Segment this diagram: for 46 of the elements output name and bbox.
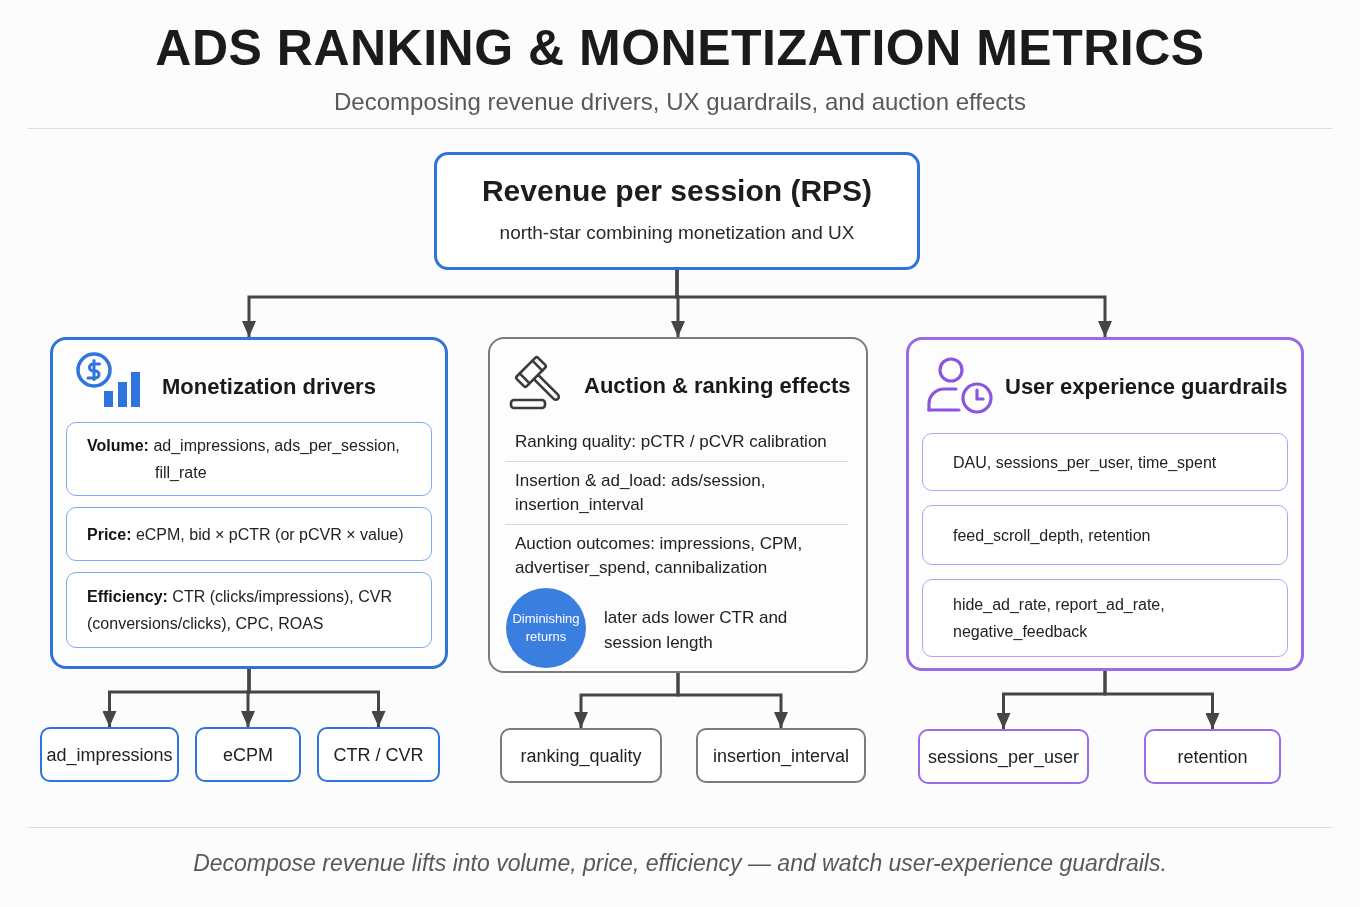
metric-label: sessions_per_user	[927, 745, 1080, 769]
group-panel	[50, 337, 448, 669]
metric-label: retention	[1177, 745, 1248, 769]
metric-card	[922, 579, 1288, 657]
metric-box	[918, 729, 1089, 784]
circle-label: Diminishing returns	[511, 610, 581, 646]
page-subtitle: Decomposing revenue drivers, UX guardrails, and auction effects	[334, 87, 1026, 117]
metric-card	[922, 505, 1288, 565]
list-item-text: Ranking quality: pCTR / pCVR calibration	[515, 431, 827, 453]
metric-text: Price: eCPM, bid × pCTR (or pCVR × value)	[87, 524, 404, 545]
metric-label: ranking_quality	[520, 744, 642, 768]
panel-heading: Auction & ranking effects	[584, 372, 851, 400]
metric-text: Volume: ad_impressions, ads_per_session, fill_rate	[87, 436, 401, 483]
connector-arrow	[1103, 671, 1220, 729]
metric-label: eCPM	[223, 743, 273, 767]
metric-label: ad_impressions	[46, 743, 173, 767]
metric-text: DAU, sessions_per_user, time_spent	[953, 452, 1217, 473]
page-caption: Decompose revenue lifts into volume, price, efficiency — and watch user-experience guardrails.	[193, 849, 1167, 878]
metric-card	[66, 422, 432, 496]
metric-card	[922, 433, 1288, 491]
metric-box	[1144, 729, 1281, 784]
note-text: later ads lower CTR and session length	[604, 607, 789, 654]
panel-heading: User experience guardrails	[1005, 373, 1288, 401]
list-item-text: Insertion & ad_load: ads/session, insertion_interval	[515, 470, 767, 516]
metric-text: feed_scroll_depth, retention	[953, 525, 1151, 546]
metric-box	[40, 727, 179, 782]
connector-arrow	[676, 673, 788, 728]
metric-card	[66, 572, 432, 648]
metric-box	[195, 727, 301, 782]
metric-box	[500, 728, 662, 783]
box-title: Revenue per session (RPS)	[481, 173, 873, 209]
metric-text: Efficiency: CTR (clicks/impressions), CVR (conversions/clicks), CPC, ROAS	[87, 587, 393, 634]
metric-label: CTR / CVR	[333, 743, 424, 767]
list-item-text: Auction outcomes: impressions, CPM, advertiser_spend, cannibalization	[515, 533, 804, 579]
page-title: ADS RANKING & MONETIZATION METRICS	[155, 19, 1205, 78]
box-subtitle: north-star combining monetization and UX	[499, 221, 855, 245]
connector-arrow	[247, 669, 386, 727]
metric-box	[317, 727, 440, 782]
panel-heading: Monetization drivers	[162, 373, 376, 401]
metric-text: hide_ad_rate, report_ad_rate, negative_feedback	[953, 595, 1166, 642]
metric-label: insertion_interval	[712, 744, 850, 768]
metric-box	[696, 728, 866, 783]
connector-arrow	[675, 270, 1112, 337]
group-panel	[488, 337, 868, 673]
metric-card	[66, 507, 432, 561]
group-panel	[906, 337, 1304, 671]
